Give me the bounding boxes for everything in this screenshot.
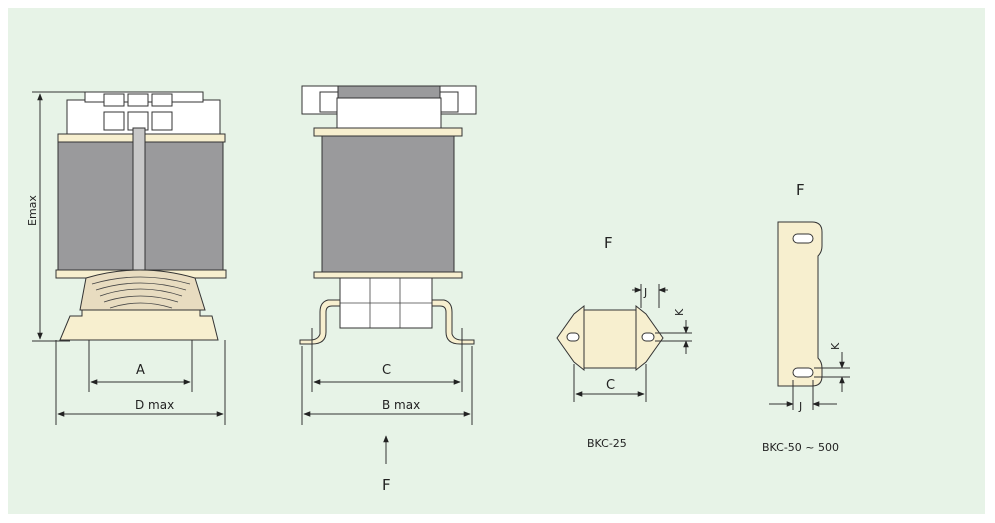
j-small-label: J	[643, 286, 647, 299]
a-label: A	[136, 363, 145, 378]
k-large-label: K	[829, 342, 842, 350]
bmax-dimension: B max	[301, 346, 473, 425]
bkc25-bracket: F	[556, 234, 664, 372]
winding	[79, 269, 206, 311]
upper-slot	[792, 233, 814, 244]
right-foot	[431, 299, 475, 345]
front-view-transformer	[299, 85, 477, 345]
a-dimension: A	[88, 340, 193, 392]
bkc50-caption: BKC-50 ~ 500	[762, 441, 839, 454]
c-small-label: C	[606, 378, 615, 393]
top-clamp	[336, 97, 442, 129]
bkc50-dimensions: K J	[769, 342, 850, 413]
mounting-base	[59, 309, 219, 341]
lower-slot	[792, 367, 814, 378]
front-core	[321, 135, 455, 273]
bkc50-bracket: F	[777, 181, 823, 387]
f-small-label: F	[604, 234, 613, 252]
emax-label: Emax	[26, 195, 39, 226]
bmax-label: B max	[382, 398, 420, 412]
c-front-dimension: C	[311, 328, 463, 392]
f-bottom-label: F	[382, 476, 391, 494]
c-front-label: C	[382, 363, 391, 378]
long-bracket-body	[777, 221, 823, 387]
bkc25-dimensions: J K C	[573, 284, 692, 402]
f-large-label: F	[796, 181, 805, 199]
k-small-label: K	[673, 308, 686, 316]
side-view-transformer	[55, 91, 227, 341]
f-view-arrow: F	[382, 435, 391, 494]
dmax-label: D max	[135, 398, 174, 412]
bkc25-caption: BKC-25	[587, 437, 627, 450]
left-foot	[299, 299, 341, 345]
emax-dimension: Emax	[26, 91, 85, 342]
j-large-label: J	[798, 400, 802, 413]
dmax-dimension: D max	[55, 340, 226, 425]
